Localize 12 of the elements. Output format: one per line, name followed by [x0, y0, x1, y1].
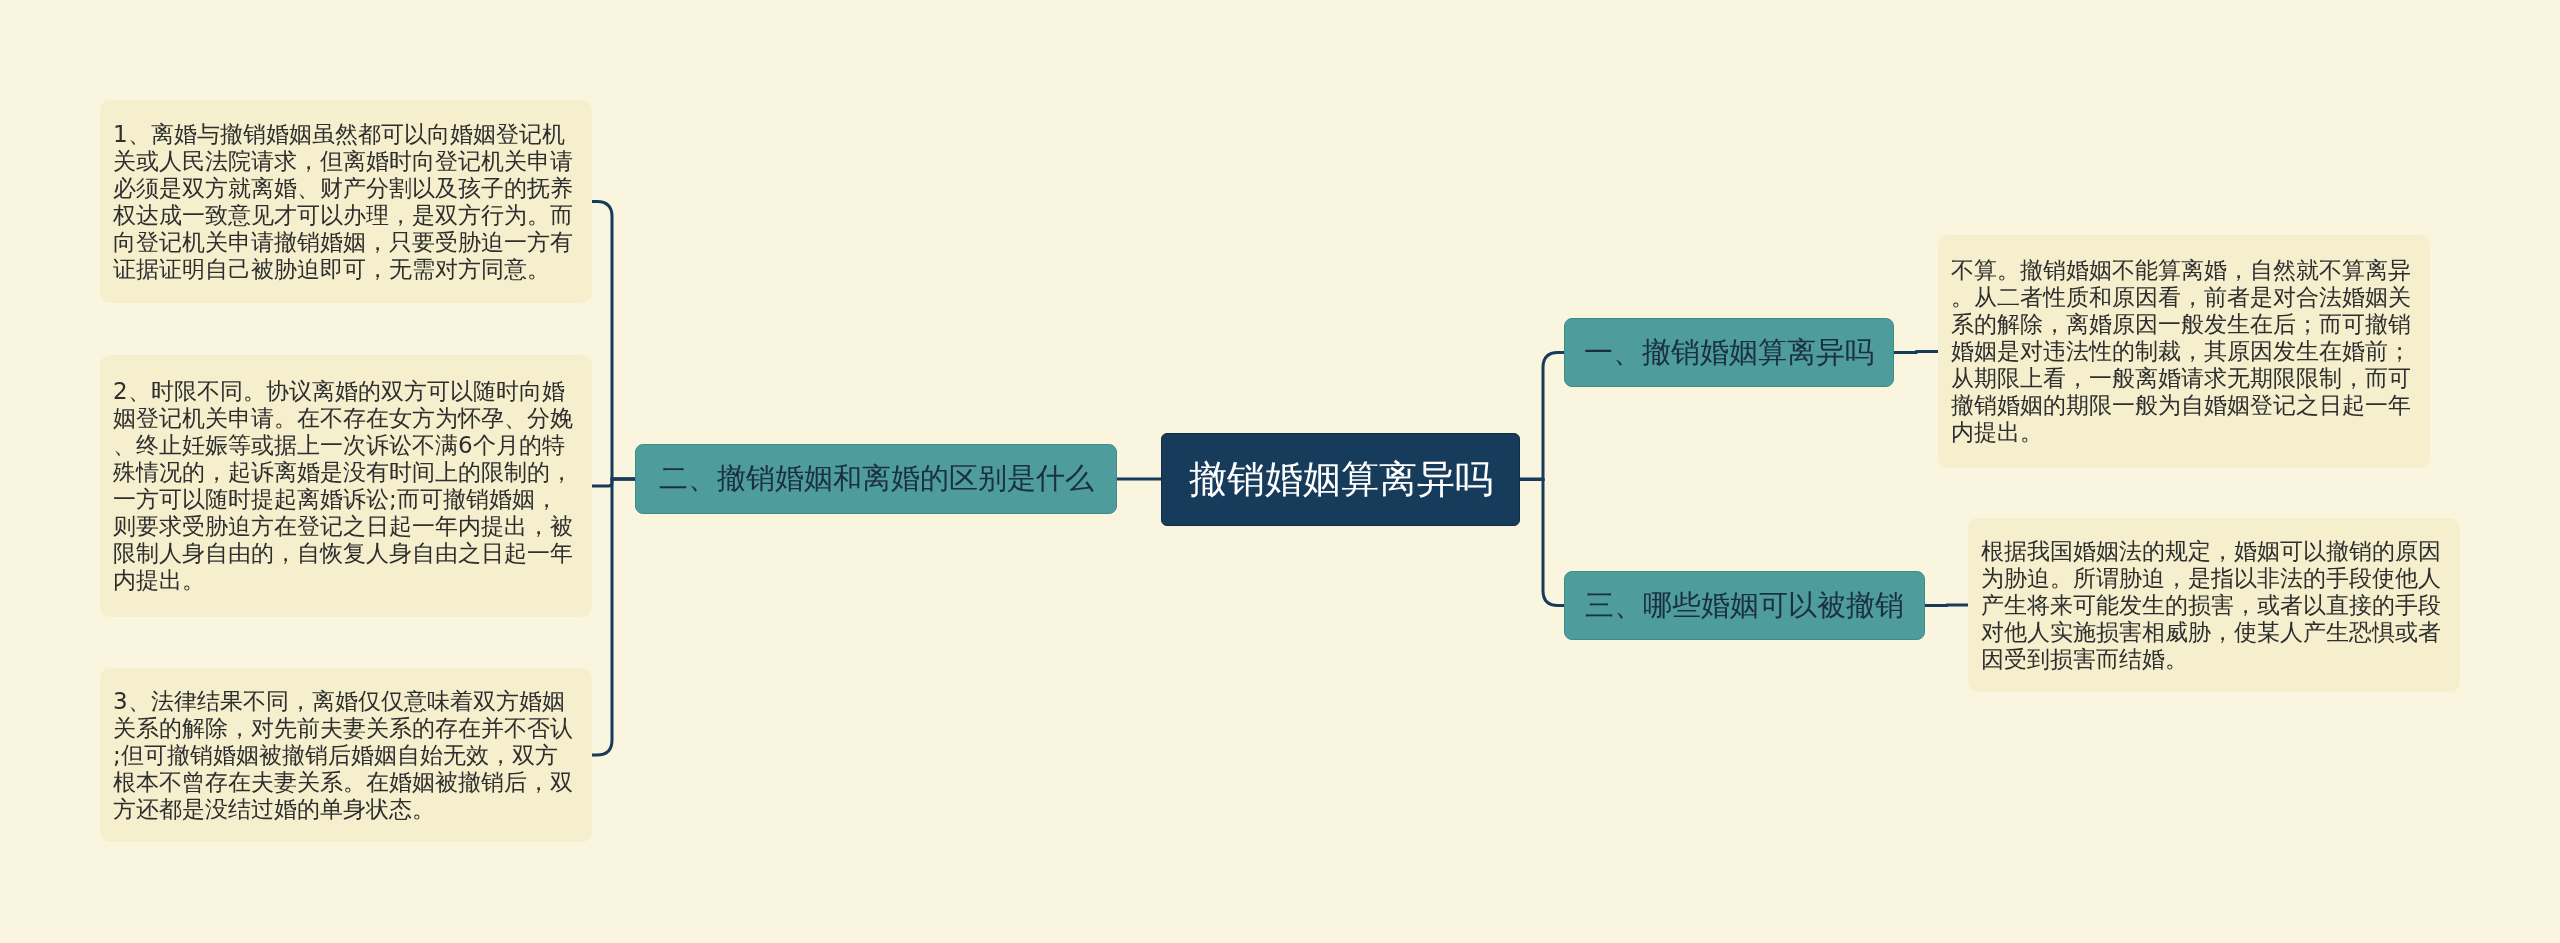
subtopic-box: 三、哪些婚姻可以被撤销	[1564, 571, 1925, 640]
note-box: 3、法律结果不同，离婚仅仅意味着双方婚姻关系的解除，对先前夫妻关系的存在并不否认;但可撤销婚姻被撤销后婚姻自始无效，双方根本不曾存在夫妻关系。在婚姻被撤销后，双方还都是没结过婚的单身状态。	[100, 668, 592, 842]
note-box: 1、离婚与撤销婚姻虽然都可以向婚姻登记机关或人民法院请求，但离婚时向登记机关申请必须是双方就离婚、财产分割以及孩子的抚养权达成一致意见才可以办理，是双方行为。而向登记机关申请撤销婚姻，只要受胁迫一方有证据证明自己被胁迫即可，无需对方同意。	[100, 100, 592, 303]
connector-line	[1894, 350, 1938, 354]
central-topic-box: 撤销婚姻算离异吗	[1161, 433, 1520, 526]
note-box: 根据我国婚姻法的规定，婚姻可以撤销的原因为胁迫。所谓胁迫，是指以非法的手段使他人产生将来可能发生的损害，或者以直接的手段对他人实施损害相威胁，使某人产生恐惧或者因受到损害而结婚。	[1968, 518, 2460, 692]
note-box: 不算。撤销婚姻不能算离婚，自然就不算离异。从二者性质和原因看，前者是对合法婚姻关系的解除，离婚原因一般发生在后；而可撤销婚姻是对违法性的制裁，其原因发生在婚前；从期限上看，一般离婚请求无期限限制，而可撤销婚姻的期限一般为自婚姻登记之日起一年内提出。	[1938, 235, 2430, 468]
connector-line	[1925, 603, 1968, 607]
connector-line	[592, 477, 635, 757]
subtopic-box: 二、撤销婚姻和离婚的区别是什么	[635, 444, 1117, 514]
note-box: 2、时限不同。协议离婚的双方可以随时向婚姻登记机关申请。在不存在女方为怀孕、分娩、终止妊娠等或据上一次诉讼不满6个月的特殊情况的，起诉离婚是没有时间上的限制的，一方可以随时提起离婚诉讼;而可撤销婚姻，则要求受胁迫方在登记之日起一年内提出，被限制人身自由的，自恢复人身自由之日起一年内提出。	[100, 355, 592, 617]
subtopic-box: 一、撤销婚姻算离异吗	[1564, 318, 1894, 387]
